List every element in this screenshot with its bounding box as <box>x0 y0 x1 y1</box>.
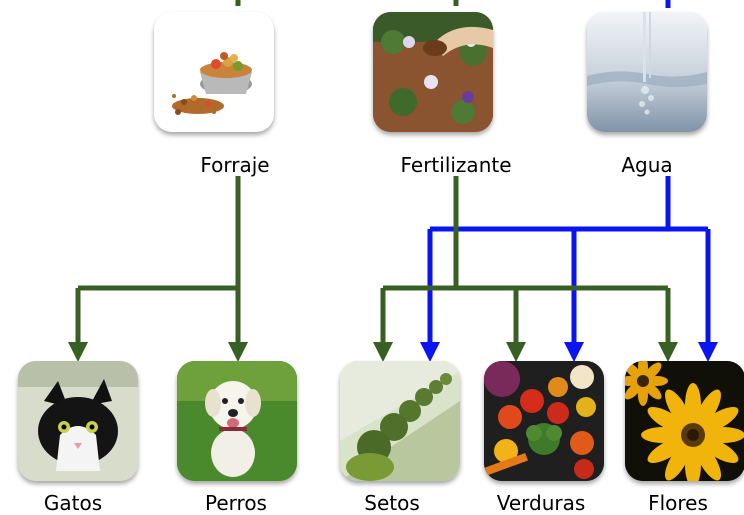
source-label-forraje: Forraje <box>200 153 270 177</box>
target-label-flores: Flores <box>648 491 708 515</box>
target-label-verduras: Verduras <box>496 491 586 515</box>
hedges-photo <box>340 361 460 481</box>
forraje-connector <box>68 176 248 362</box>
water-splash-photo <box>587 12 707 132</box>
fertilizante-connector <box>373 176 678 362</box>
vegetables-photo <box>484 361 604 481</box>
cat-photo <box>18 361 138 481</box>
source-label-agua: Agua <box>621 153 673 177</box>
target-label-perros: Perros <box>205 491 267 515</box>
target-label-setos: Setos <box>364 491 420 515</box>
agua-connector <box>420 176 718 362</box>
fertilizer-garden-photo <box>373 12 493 132</box>
flowers-photo <box>625 361 744 481</box>
source-label-fertilizante: Fertilizante <box>400 153 512 177</box>
pet-food-bowl-photo <box>154 12 274 132</box>
target-label-gatos: Gatos <box>43 491 103 515</box>
dog-photo <box>177 361 297 481</box>
